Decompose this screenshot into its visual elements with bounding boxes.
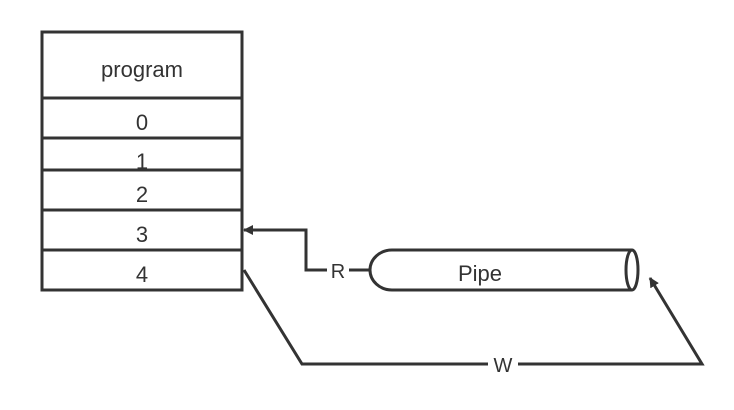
program-table [40, 30, 244, 292]
read-edge [243, 225, 370, 272]
row-label-3: 3 [136, 222, 148, 247]
write-label-bg [488, 353, 518, 375]
write-edge-label: W [494, 355, 513, 377]
read-edge-label: R [331, 261, 345, 283]
table-row-4 [40, 248, 244, 292]
row-label-2: 2 [136, 182, 148, 207]
row-label-0: 0 [136, 110, 148, 135]
row-label-1: 1 [136, 149, 148, 174]
pipe-label: Pipe [458, 261, 502, 286]
pipe-shape [368, 248, 640, 292]
read-label-bg [327, 260, 349, 282]
table-header-label: program [101, 57, 183, 82]
row-label-4: 4 [136, 262, 148, 287]
pipe-end-cap [624, 248, 640, 292]
